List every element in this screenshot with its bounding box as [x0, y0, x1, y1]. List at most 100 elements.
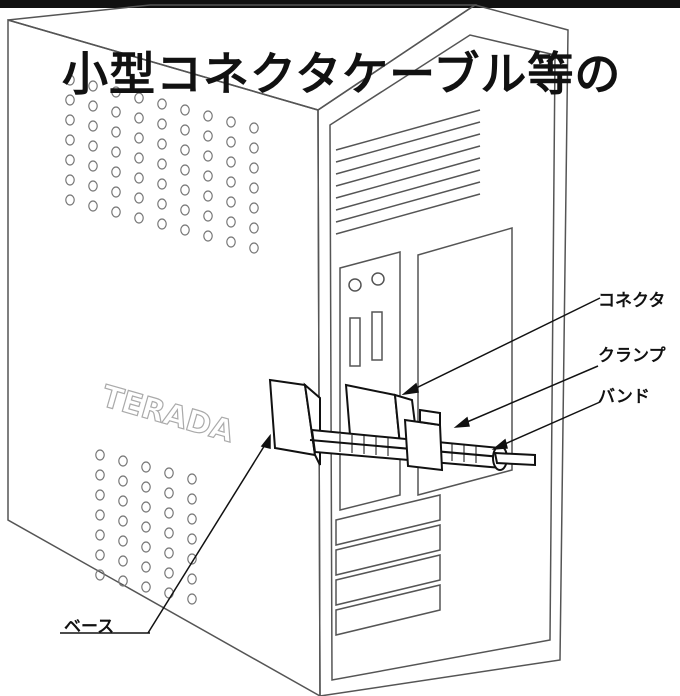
perforation-dot: [134, 192, 144, 204]
perforation-dot: [88, 140, 98, 152]
perforation-dot: [187, 473, 197, 485]
perforation-dot: [134, 92, 144, 104]
perforation-dot: [157, 118, 167, 130]
perforation-dot: [164, 467, 174, 479]
perforation-dot: [88, 120, 98, 132]
perforation-dot: [65, 74, 75, 86]
perforation-dot: [203, 170, 213, 182]
perforation-dot: [134, 132, 144, 144]
perforation-dot: [164, 567, 174, 579]
perforation-dot: [226, 176, 236, 188]
drive-bay: [417, 227, 513, 496]
perforation-dot: [65, 154, 75, 166]
tower-front-inner: [329, 34, 556, 681]
perforation-dot: [134, 112, 144, 124]
perforation-dot: [141, 481, 151, 493]
perforation-dot: [203, 230, 213, 242]
tower-side-panel: [7, 19, 321, 696]
perforation-dot: [187, 493, 197, 505]
perforation-dot: [164, 587, 174, 599]
perforation-dot: [111, 186, 121, 198]
perforation-dot: [249, 122, 259, 134]
perforation-dot: [164, 507, 174, 519]
page-title: 小型コネクタケーブル等の: [62, 47, 622, 101]
perforation-dot: [141, 461, 151, 473]
expansion-slots: [335, 494, 441, 636]
arrow-base: [260, 433, 271, 449]
perforation-dot: [157, 218, 167, 230]
perforation-dot: [118, 515, 128, 527]
label-band: バンド: [598, 387, 650, 407]
perforation-dot: [226, 216, 236, 228]
perforation-dot: [95, 489, 105, 501]
perforation-dot: [95, 449, 105, 461]
port-slot: [371, 311, 383, 361]
perforation-dot: [65, 94, 75, 106]
perforation-dot: [180, 144, 190, 156]
leader-band: [497, 401, 601, 448]
perforation-dot: [164, 487, 174, 499]
label-clamp: クランプ: [598, 346, 666, 366]
perforation-dot: [118, 455, 128, 467]
port-circle: [371, 272, 385, 286]
perforation-dot: [118, 555, 128, 567]
perforation-dot: [180, 184, 190, 196]
perforation-dot: [249, 162, 259, 174]
perforation-dot: [187, 553, 197, 565]
perforation-dot: [249, 222, 259, 234]
perforation-dot: [118, 575, 128, 587]
port-slot: [349, 317, 361, 367]
perforation-dot: [157, 198, 167, 210]
perforation-dot: [157, 138, 167, 150]
perforation-dot: [141, 581, 151, 593]
perforation-dot: [180, 124, 190, 136]
arrow-clamp: [453, 416, 470, 428]
perforation-dot: [180, 224, 190, 236]
perforation-dot: [141, 501, 151, 513]
perforation-dot: [111, 126, 121, 138]
perforation-dot: [249, 242, 259, 254]
leader-connector: [407, 297, 601, 393]
band-teeth: [339, 434, 477, 463]
perforation-dot: [95, 509, 105, 521]
label-connector: コネクタ: [598, 291, 666, 311]
perforation-dot: [134, 172, 144, 184]
perforation-dot: [203, 130, 213, 142]
perforation-dot: [226, 156, 236, 168]
leader-base: [147, 439, 269, 634]
perforation-dot: [95, 549, 105, 561]
perforation-dot: [88, 160, 98, 172]
band-tip: [493, 451, 536, 467]
perforation-dot: [249, 202, 259, 214]
perforation-dot: [187, 533, 197, 545]
perforation-dot: [118, 535, 128, 547]
perforation-dot: [203, 110, 213, 122]
perforation-dot: [157, 158, 167, 170]
perforation-dot: [111, 106, 121, 118]
perforation-dot: [65, 114, 75, 126]
perforation-dot: [187, 513, 197, 525]
perforation-dot: [141, 521, 151, 533]
perforation-dot: [95, 469, 105, 481]
perforation-dot: [134, 212, 144, 224]
label-base: ベース: [64, 617, 115, 637]
perforation-dot: [164, 547, 174, 559]
perforation-dot: [111, 166, 121, 178]
perforation-dot: [226, 196, 236, 208]
perforation-dot: [203, 190, 213, 202]
perforation-dot: [187, 593, 197, 605]
perforation-dot: [203, 150, 213, 162]
port-block: [339, 251, 401, 511]
perforation-dot: [111, 206, 121, 218]
perforation-dot: [111, 146, 121, 158]
tower-front-panel: [317, 4, 569, 696]
perforation-dot: [164, 527, 174, 539]
top-border: [0, 0, 680, 8]
perforation-dot: [118, 495, 128, 507]
side-perforations: [65, 74, 259, 605]
perforation-dot: [95, 529, 105, 541]
arrow-connector: [401, 382, 419, 396]
perforation-dot: [134, 152, 144, 164]
